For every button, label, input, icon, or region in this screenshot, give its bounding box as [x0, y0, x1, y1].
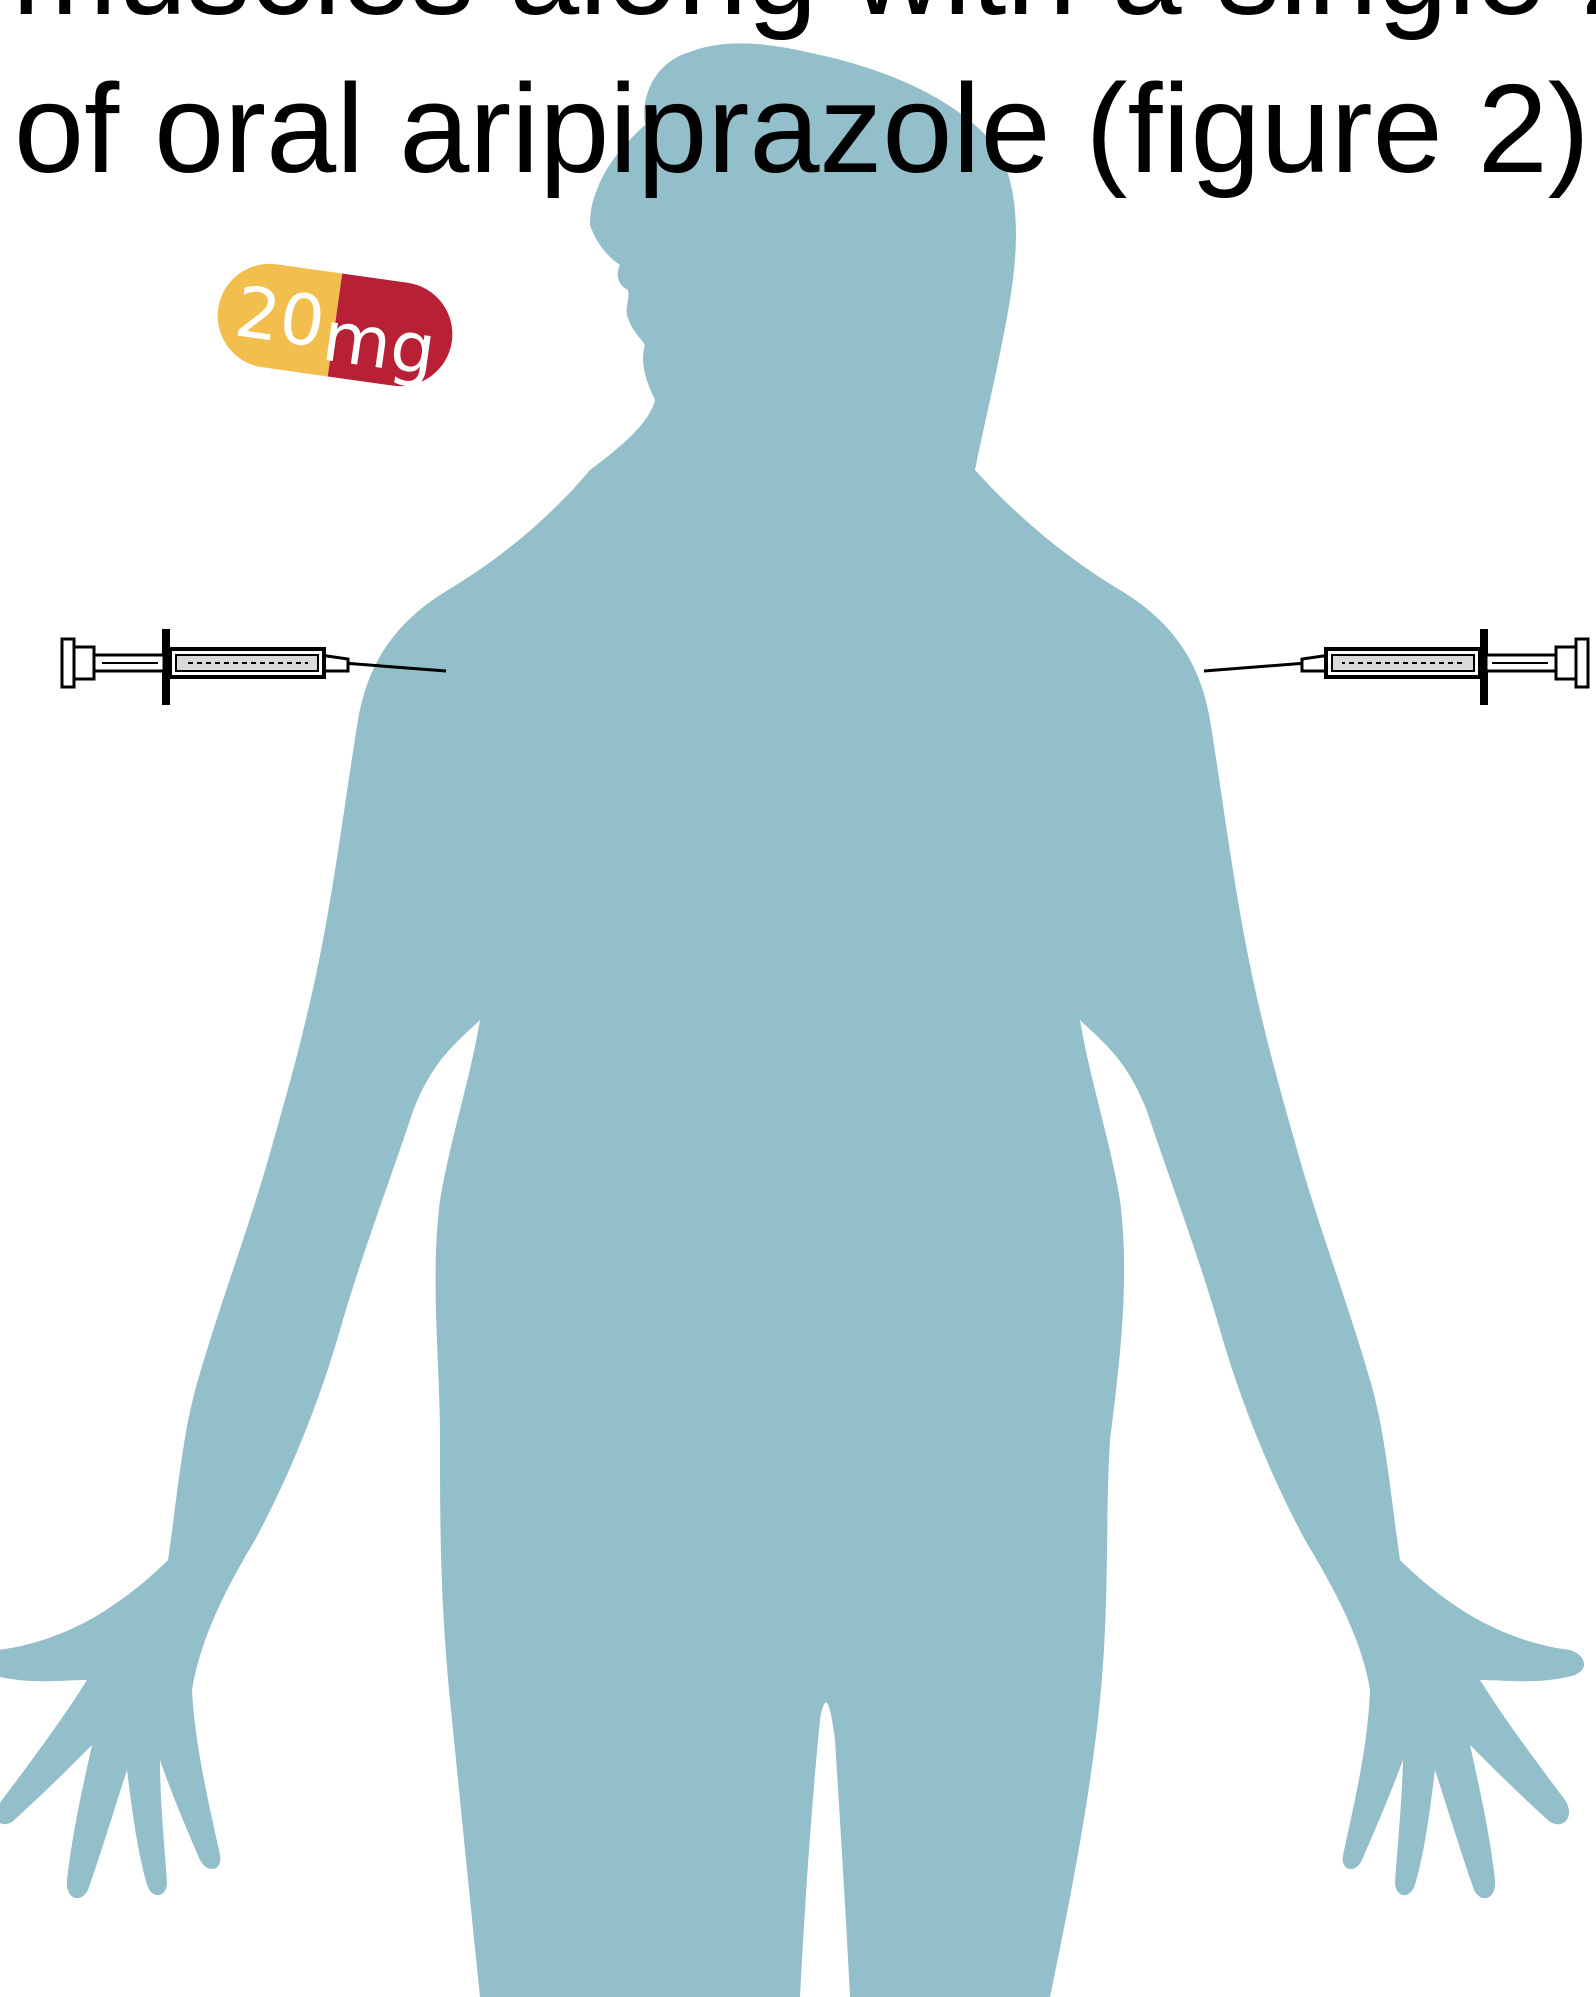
pill-20mg: 20 mg [211, 257, 459, 394]
caption-line-1: muscles along with a single 20 [12, 0, 1596, 34]
pill-unit: mg [318, 295, 441, 392]
right-shoulder-syringe [1204, 629, 1588, 705]
caption-line-2: of oral aripiprazole (figure 2). [14, 66, 1596, 192]
pill-number: 20 [230, 270, 330, 364]
